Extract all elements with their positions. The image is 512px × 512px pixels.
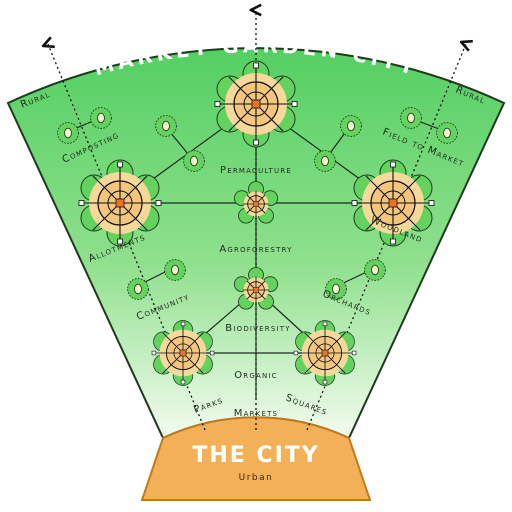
pod [400, 107, 422, 129]
label-permaculture: Permaculture [220, 165, 292, 176]
label-markets: Markets [234, 408, 278, 419]
label-organic: Organic [234, 370, 278, 381]
pod [340, 115, 362, 137]
city-title: THE CITY [192, 443, 319, 468]
pod [364, 259, 386, 281]
pod [183, 150, 205, 172]
pod [155, 115, 177, 137]
pod [127, 278, 149, 300]
label-biodiversity: Biodiversity [225, 323, 290, 334]
city-band [140, 416, 372, 501]
pod [436, 122, 458, 144]
pod [164, 259, 186, 281]
label-agroforestry: Agroforestry [219, 244, 292, 255]
pod [90, 107, 112, 129]
pod [57, 122, 79, 144]
city-subtitle: Urban [239, 473, 274, 483]
pod [314, 150, 336, 172]
